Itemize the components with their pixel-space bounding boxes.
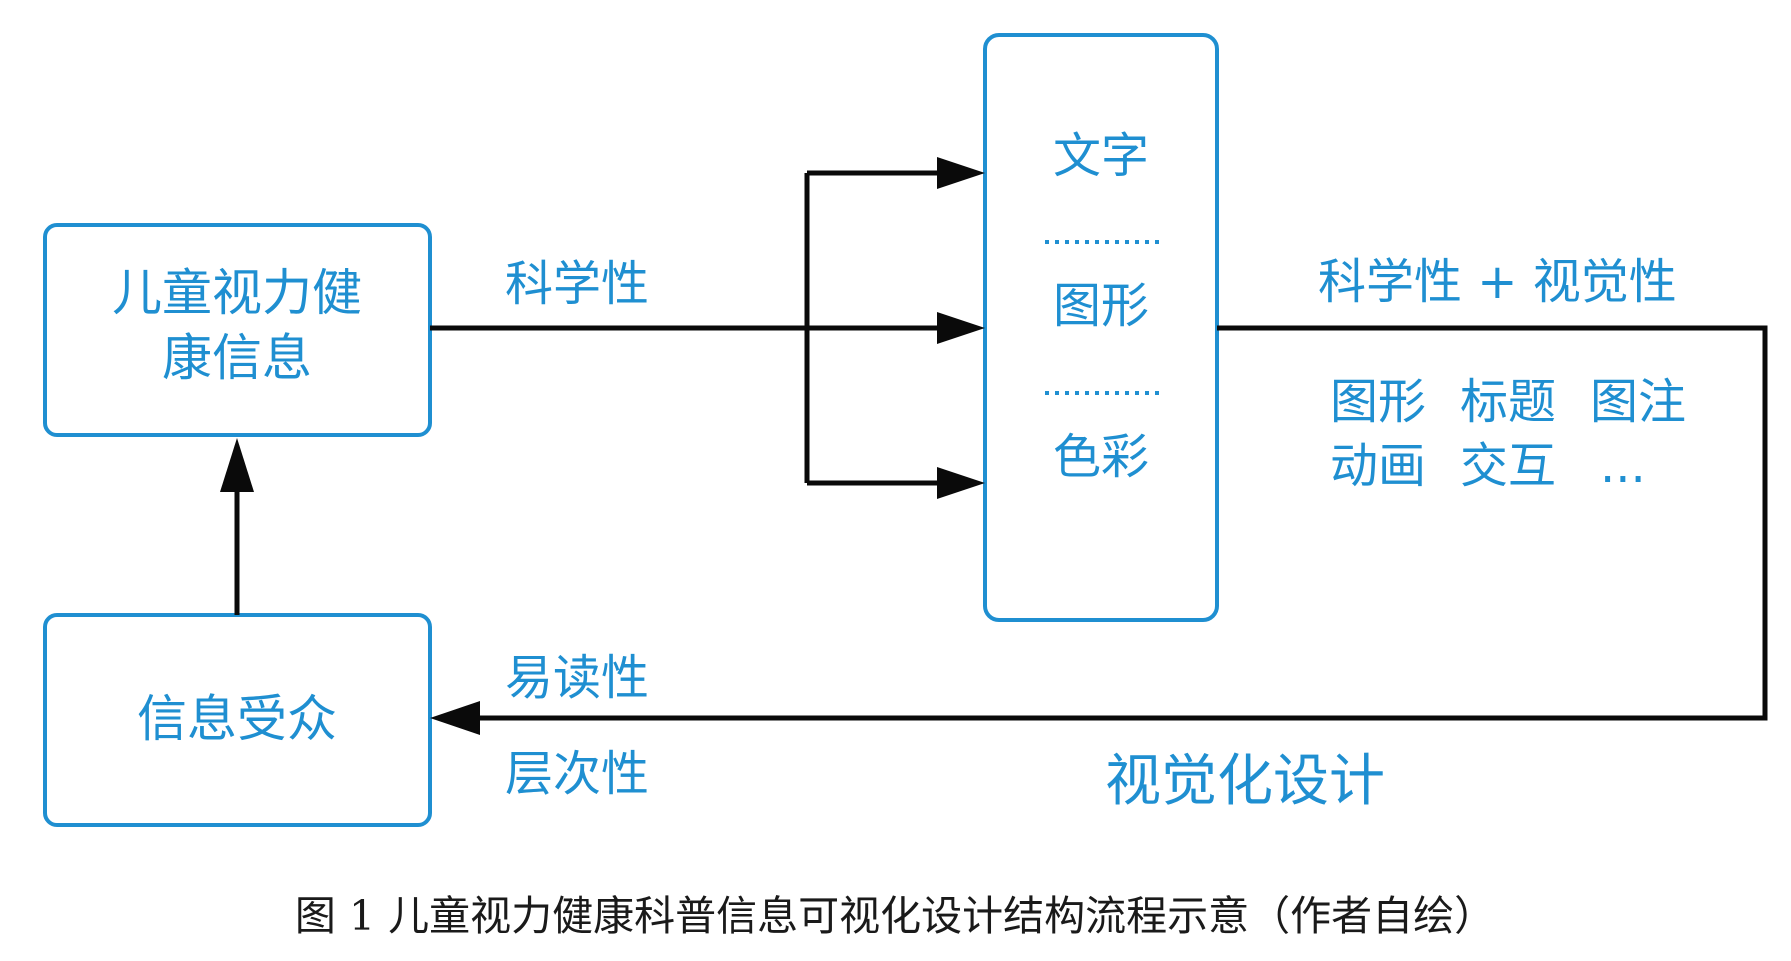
label-hierarchy: 层次性: [505, 746, 649, 802]
info-box-line-1: 儿童视力健: [112, 264, 362, 322]
element-interaction: 交互: [1460, 438, 1556, 494]
element-annotation: 图注: [1590, 374, 1686, 430]
design-item-graphics: 图形: [1053, 278, 1149, 334]
design-item-text: 文字: [1053, 128, 1149, 184]
element-title: 标题: [1460, 374, 1556, 430]
label-scientific-visual: 科学性 + 视觉性: [1318, 254, 1677, 310]
element-graphics: 图形: [1330, 374, 1426, 430]
arrowhead-to-graphics: [937, 312, 985, 344]
label-readability: 易读性: [505, 650, 649, 706]
info-box-line-2: 康信息: [162, 329, 312, 387]
label-visual-design: 视觉化设计: [1105, 749, 1385, 814]
feedback-loop-line: [480, 325, 1768, 721]
arrowhead-to-text: [937, 157, 985, 189]
element-animation: 动画: [1330, 438, 1426, 494]
element-ellipsis: ...: [1600, 438, 1646, 494]
arrowhead-to-info: [220, 438, 254, 492]
figure-caption: 图 1 儿童视力健康科普信息可视化设计结构流程示意（作者自绘）: [295, 892, 1495, 940]
design-item-color: 色彩: [1053, 429, 1149, 485]
label-scientific: 科学性: [505, 256, 649, 312]
arrowhead-to-audience: [430, 701, 480, 735]
arrowhead-to-color: [937, 467, 985, 499]
audience-box-label: 信息受众: [137, 690, 337, 748]
